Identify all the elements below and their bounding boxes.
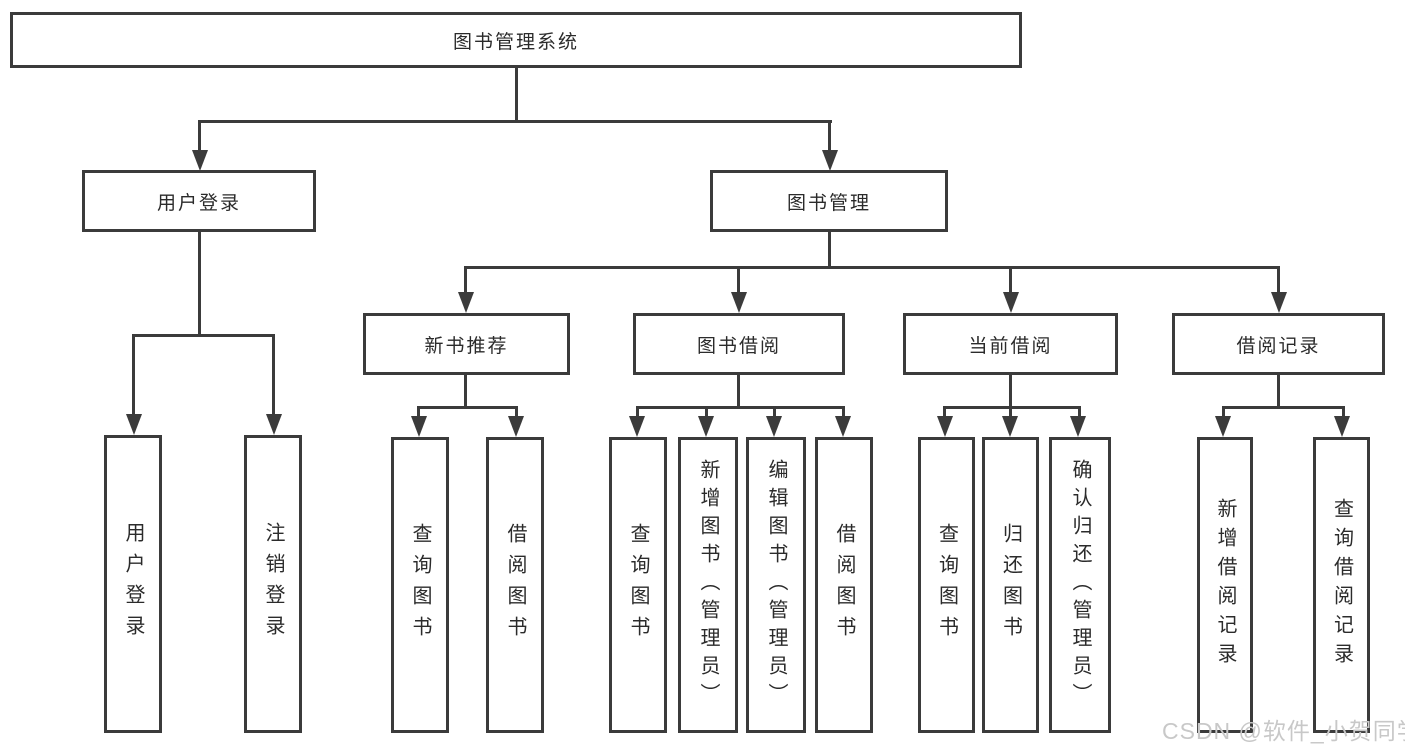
- connector-hline: [943, 406, 1081, 409]
- leaf-label: 新增图书（管理员）: [697, 459, 719, 711]
- connector-vline: [828, 232, 831, 268]
- node-new-book-recommendation: 新书推荐: [363, 313, 570, 375]
- arrow-down-icon: [822, 150, 838, 171]
- connector-vline: [272, 334, 275, 416]
- connector-hline: [198, 120, 832, 123]
- leaf-label: 借阅图书: [833, 523, 855, 647]
- connector-vline: [1078, 406, 1081, 420]
- leaf-label: 新增借阅记录: [1214, 498, 1236, 672]
- leaf-label: 查询借阅记录: [1330, 498, 1353, 672]
- leaf-bb-add-books-admin: 新增图书（管理员）: [678, 437, 738, 733]
- leaf-logout: 注销登录: [244, 435, 302, 733]
- connector-vline: [1222, 406, 1225, 420]
- connector-vline: [828, 120, 831, 152]
- connector-hline: [132, 334, 275, 337]
- leaf-label: 注销登录: [262, 522, 284, 646]
- leaf-nb-query-books: 查询图书: [391, 437, 449, 733]
- connector-hline: [464, 266, 1280, 269]
- connector-vline: [773, 406, 776, 420]
- connector-vline: [1277, 266, 1280, 294]
- node-borrowing-records: 借阅记录: [1172, 313, 1385, 375]
- connector-vline: [132, 334, 135, 416]
- leaf-label: 查询图书: [627, 523, 649, 647]
- arrow-down-icon: [1003, 292, 1019, 313]
- connector-vline: [1342, 406, 1345, 420]
- node-label: 图书管理系统: [452, 31, 579, 53]
- connector-vline: [198, 232, 201, 336]
- arrow-down-icon: [731, 292, 747, 313]
- connector-vline: [636, 406, 639, 420]
- arrow-down-icon: [126, 414, 142, 435]
- node-current-borrowing: 当前借阅: [903, 313, 1118, 375]
- arrow-down-icon: [937, 416, 953, 437]
- leaf-nb-borrow-books: 借阅图书: [486, 437, 544, 733]
- node-label: 用户登录: [156, 192, 241, 214]
- arrow-down-icon: [835, 416, 851, 437]
- arrow-down-icon: [1215, 416, 1231, 437]
- arrow-down-icon: [266, 414, 282, 435]
- node-book-management: 图书管理: [710, 170, 948, 232]
- node-label: 新书推荐: [424, 335, 509, 357]
- node-label: 图书管理: [786, 192, 871, 214]
- connector-hline: [636, 406, 845, 409]
- arrow-down-icon: [1002, 416, 1018, 437]
- arrow-down-icon: [192, 150, 208, 171]
- connector-vline: [464, 266, 467, 294]
- node-user-login: 用户登录: [82, 170, 316, 232]
- connector-vline: [464, 375, 467, 408]
- node-label: 借阅记录: [1236, 335, 1321, 357]
- arrow-down-icon: [766, 416, 782, 437]
- connector-vline: [198, 120, 201, 152]
- connector-vline: [842, 406, 845, 420]
- leaf-label: 用户登录: [122, 522, 144, 646]
- arrow-down-icon: [1070, 416, 1086, 437]
- leaf-label: 借阅图书: [504, 523, 526, 647]
- leaf-cb-confirm-return-admin: 确认归还（管理员）: [1049, 437, 1111, 733]
- node-label: 当前借阅: [968, 335, 1053, 357]
- node-library-system: 图书管理系统: [10, 12, 1022, 68]
- connector-vline: [515, 406, 518, 420]
- leaf-user-login: 用户登录: [104, 435, 162, 733]
- arrow-down-icon: [508, 416, 524, 437]
- connector-vline: [417, 406, 420, 420]
- leaf-bb-edit-books-admin: 编辑图书（管理员）: [746, 437, 806, 733]
- arrow-down-icon: [1271, 292, 1287, 313]
- leaf-br-query-record: 查询借阅记录: [1313, 437, 1370, 733]
- leaf-label: 查询图书: [935, 523, 958, 647]
- arrow-down-icon: [411, 416, 427, 437]
- connector-vline: [737, 266, 740, 294]
- leaf-label: 确认归还（管理员）: [1069, 459, 1091, 711]
- connector-vline: [943, 406, 946, 420]
- arrow-down-icon: [458, 292, 474, 313]
- connector-vline: [737, 375, 740, 408]
- connector-vline: [515, 68, 518, 122]
- leaf-label: 归还图书: [999, 523, 1022, 647]
- arrow-down-icon: [1334, 416, 1350, 437]
- arrow-down-icon: [629, 416, 645, 437]
- connector-hline: [417, 406, 518, 409]
- leaf-cb-return-books: 归还图书: [982, 437, 1039, 733]
- node-label: 图书借阅: [696, 335, 781, 357]
- connector-vline: [705, 406, 708, 420]
- arrow-down-icon: [698, 416, 714, 437]
- connector-vline: [1009, 266, 1012, 294]
- connector-vline: [1009, 406, 1012, 420]
- leaf-bb-query-books: 查询图书: [609, 437, 667, 733]
- watermark: CSDN @软件_小贺同学: [1162, 718, 1405, 744]
- leaf-label: 编辑图书（管理员）: [765, 459, 787, 711]
- leaf-bb-borrow-books: 借阅图书: [815, 437, 873, 733]
- connector-hline: [1222, 406, 1345, 409]
- leaf-label: 查询图书: [409, 523, 431, 647]
- leaf-cb-query-books: 查询图书: [918, 437, 975, 733]
- connector-vline: [1009, 375, 1012, 408]
- node-book-borrowing: 图书借阅: [633, 313, 845, 375]
- connector-vline: [1277, 375, 1280, 408]
- leaf-br-add-record: 新增借阅记录: [1197, 437, 1253, 733]
